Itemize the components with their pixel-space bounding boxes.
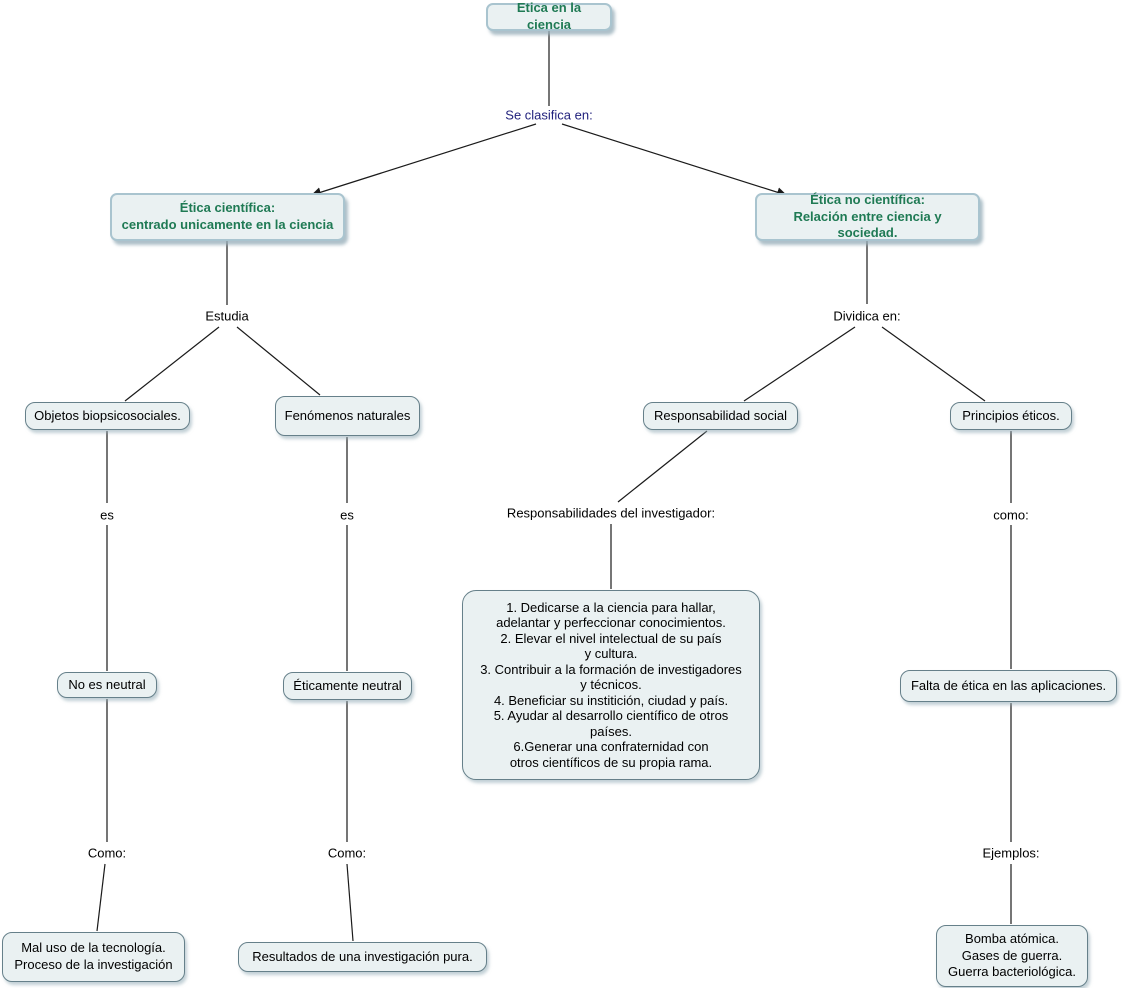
edge-como-to-mal-uso [96,863,106,932]
node-eticamente-neutral[interactable]: Éticamente neutral [283,672,412,700]
edge-clasifica-to-no-cientifica [561,123,787,198]
edge-clasifica-to-cientifica [311,123,537,198]
node-falta-de-etica[interactable]: Falta de ética en las aplicaciones. [900,670,1117,702]
edge-resp-social-to-resp-investigador [617,430,708,503]
link-label-dividica-en[interactable]: Dividica en: [830,308,904,324]
link-label-se-clasifica-en[interactable]: Se clasifica en: [502,107,596,123]
link-label-es-left[interactable]: es [97,507,117,523]
link-label-ejemplos[interactable]: Ejemplos: [979,845,1043,861]
node-responsabilidad-social[interactable]: Responsabilidad social [643,402,798,430]
link-label-como-mid[interactable]: Como: [324,845,370,861]
node-bomba-gases-guerra[interactable]: Bomba atómica. Gases de guerra. Guerra b… [936,925,1088,987]
edge-dividica-to-resp-social [743,326,856,402]
node-etica-en-la-ciencia[interactable]: Etica en la ciencia [486,0,612,32]
node-objetos-biopsicosociales[interactable]: Objetos biopsicosociales. [25,402,190,430]
link-label-como-left[interactable]: Como: [84,845,130,861]
node-no-es-neutral[interactable]: No es neutral [57,672,157,698]
node-etica-cientifica[interactable]: Ética científica: centrado unicamente en… [110,193,345,241]
node-resultados-investigacion-pura[interactable]: Resultados de una investigación pura. [238,942,487,972]
edge-estudia-to-fenomenos [236,326,321,396]
edge-estudia-to-objetos [124,326,220,402]
node-etica-no-cientifica[interactable]: Ética no científica: Relación entre cien… [755,192,980,241]
link-label-es-mid[interactable]: es [337,507,357,523]
edge-dividica-to-principios [881,326,986,402]
node-fenomenos-naturales[interactable]: Fenómenos naturales [275,396,420,436]
node-lista-responsabilidades[interactable]: 1. Dedicarse a la ciencia para hallar, a… [462,590,760,780]
link-label-responsabilidades-investigador[interactable]: Responsabilidades del investigador: [503,505,719,521]
node-mal-uso-tecnologia[interactable]: Mal uso de la tecnología. Proceso de la … [2,932,185,982]
link-label-estudia[interactable]: Estudia [202,308,252,324]
link-label-como-lowercase[interactable]: como: [990,507,1032,523]
edge-como-to-resultados [346,863,354,942]
node-principios-eticos[interactable]: Principios éticos. [950,402,1072,430]
